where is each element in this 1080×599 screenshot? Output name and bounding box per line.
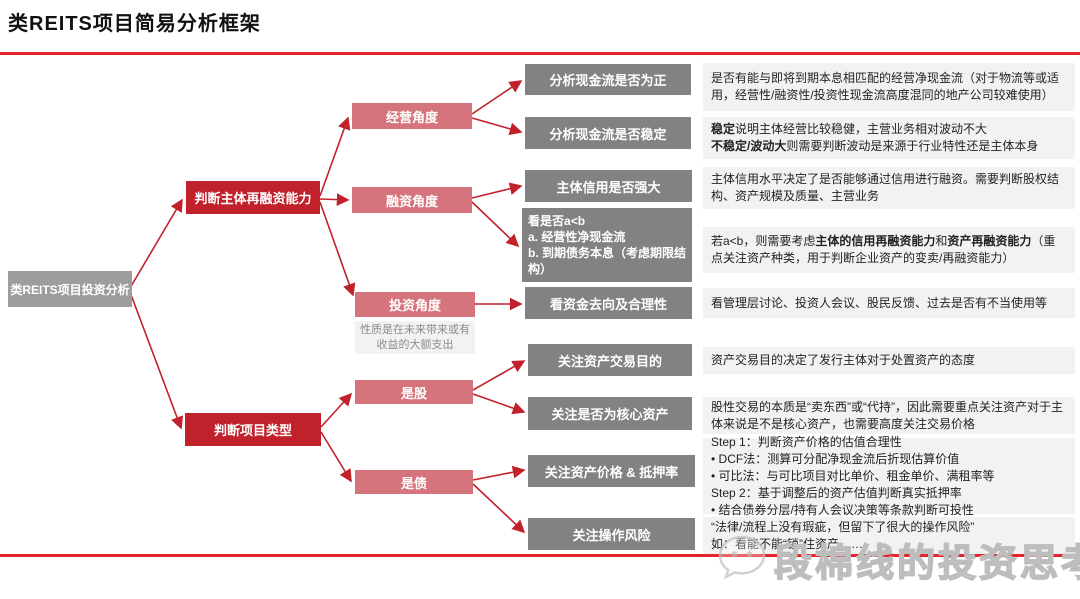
leaf-node-fund-usage: 看资金去向及合理性 — [525, 287, 692, 319]
leaf-node-asset-price-ltv: 关注资产价格 & 抵押率 — [528, 455, 695, 487]
angle-node-equity: 是股 — [355, 380, 473, 404]
footer-divider-line — [0, 554, 1080, 557]
angle-node-financing: 融资角度 — [352, 187, 472, 213]
detail-text-cashflow-stable: 稳定说明主体经营比较稳健，主营业务相对波动不大不稳定/波动大则需要判断波动是来源… — [703, 117, 1075, 159]
watermark-text: 段棉线的投资思考 — [773, 542, 1080, 586]
investing-note: 性质是在未来带来或有收益的大额支出 — [355, 321, 475, 354]
leaf-node-cashflow-stable: 分析现金流是否稳定 — [525, 117, 691, 149]
detail-text-credit-strength: 主体信用水平决定了是否能够通过信用进行融资。需要判断股权结构、资产规模及质量、主… — [703, 167, 1075, 209]
angle-node-debt: 是债 — [355, 470, 473, 494]
root-node-reits-investment-analysis: 类REITS项目投资分析 — [8, 271, 132, 307]
title-divider-line — [0, 52, 1080, 55]
detail-text-valuation-steps: Step 1：判断资产价格的估值合理性• DCF法：测算可分配净现金流后折现估算… — [703, 435, 1075, 517]
wechat-icon — [718, 535, 766, 584]
detail-text-a-less-than-b: 若a<b，则需要考虑主体的信用再融资能力和资产再融资能力（重点关注资产种类，用于… — [703, 227, 1075, 273]
leaf-node-transaction-purpose: 关注资产交易目的 — [528, 344, 692, 376]
detail-text-cashflow-positive: 是否有能与即将到期本息相匹配的经营净现金流（对于物流等或适用，经营性/融资性/投… — [703, 63, 1075, 111]
branch-node-project-type: 判断项目类型 — [185, 413, 321, 446]
detail-text-operational-risk: “法律/流程上没有瑕疵，但留下了很大的操作风险”如：看能不能“锁”住资产、… — [703, 517, 1075, 555]
page-title: 类REITS项目简易分析框架 — [8, 13, 261, 35]
angle-node-operating: 经营角度 — [352, 103, 472, 129]
leaf-node-cashflow-positive: 分析现金流是否为正 — [525, 64, 691, 95]
leaf-node-core-asset: 关注是否为核心资产 — [528, 397, 692, 430]
detail-text-transaction-purpose: 资产交易目的决定了发行主体对于处置资产的态度 — [703, 347, 1075, 374]
detail-text-fund-usage: 看管理层讨论、投资人会议、股民反馈、过去是否有不当使用等 — [703, 288, 1075, 318]
angle-node-investing: 投资角度 — [355, 292, 475, 317]
watermark: 段棉线的投资思考 — [718, 532, 1080, 587]
detail-text-core-asset: 股性交易的本质是“卖东西”或“代持”，因此需要重点关注资产对于主体来说是不是核心… — [703, 397, 1075, 434]
leaf-node-operational-risk: 关注操作风险 — [528, 518, 695, 550]
leaf-node-credit-strength: 主体信用是否强大 — [525, 170, 692, 202]
branch-node-refinance-ability: 判断主体再融资能力 — [186, 181, 320, 214]
